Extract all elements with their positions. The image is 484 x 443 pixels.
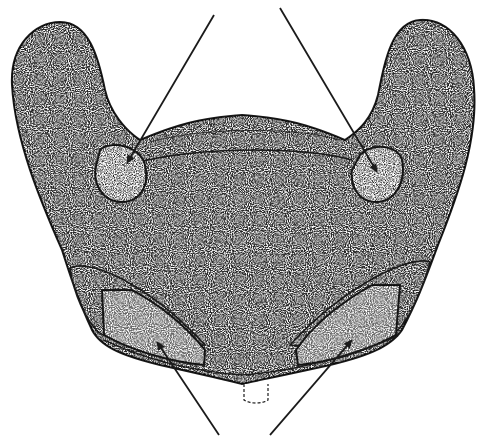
bone-stipple (12, 20, 475, 384)
tubercle (244, 384, 268, 403)
